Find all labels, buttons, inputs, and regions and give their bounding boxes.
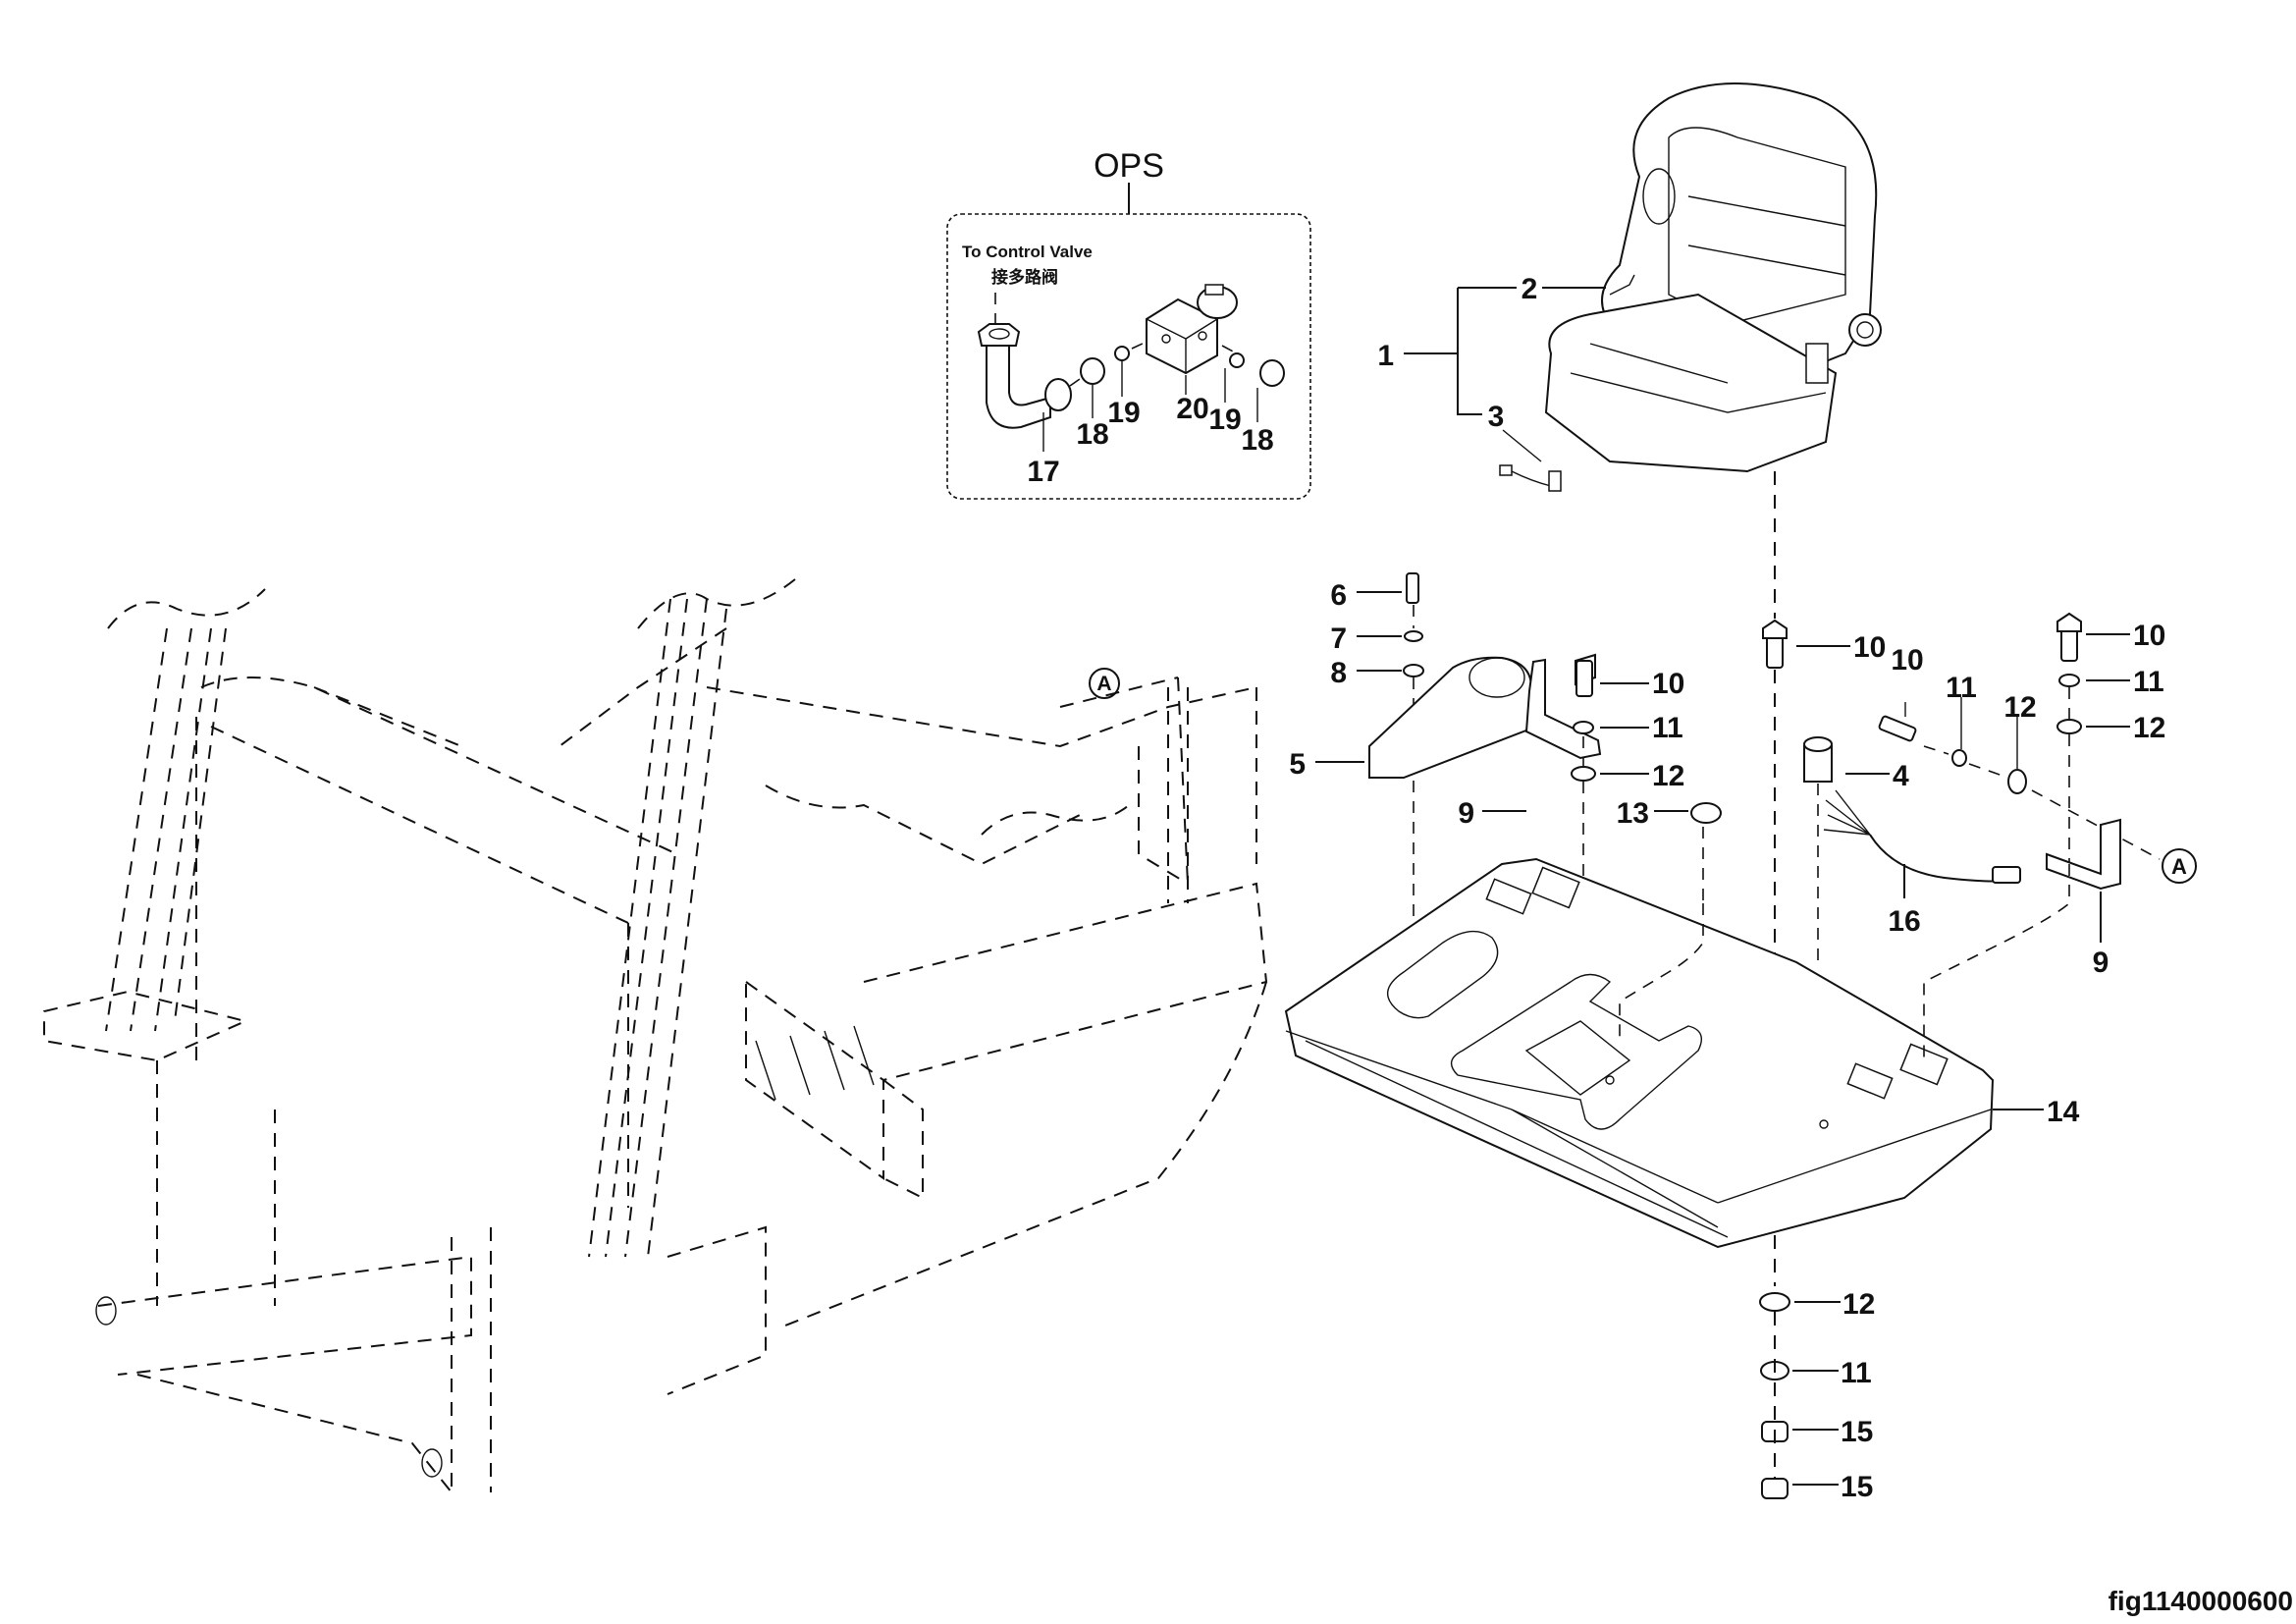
lock-washer-11-horizontal (1951, 749, 1967, 767)
callout-9-left: 9 (1458, 797, 1474, 830)
flat-washer-12-left (1571, 766, 1596, 782)
ops-inset: OPS To Control Valve 接多路阀 (946, 147, 1311, 500)
callout-12-left: 12 (1652, 760, 1684, 792)
callout-15-upper: 15 (1841, 1416, 1873, 1448)
callout-12-right: 12 (2133, 712, 2165, 744)
callout-10-center: 10 (1853, 631, 1886, 664)
callout-18-right: 18 (1241, 424, 1273, 457)
svg-text:A: A (2171, 854, 2187, 879)
callout-3: 3 (1488, 401, 1505, 433)
callout-10-left: 10 (1652, 668, 1684, 700)
callout-10-right: 10 (2133, 620, 2165, 652)
grommet-13 (1690, 802, 1722, 824)
seat-plate-14: 14 (1284, 857, 2080, 1249)
callout-20: 20 (1176, 393, 1208, 425)
callout-7: 7 (1330, 623, 1347, 655)
washer-8 (1403, 664, 1424, 677)
switch-harness-group: 4 16 10 11 12 10 11 12 9 A (1803, 612, 2197, 979)
fitting-18-left (1080, 357, 1105, 385)
bolt-10-horizontal (1878, 715, 1917, 742)
washer-19-left (1114, 346, 1130, 361)
callout-5: 5 (1289, 748, 1306, 781)
callout-12-bottom: 12 (1842, 1288, 1875, 1321)
callout-18-left: 18 (1076, 418, 1108, 451)
callout-12-horizontal: 12 (2003, 691, 2036, 724)
lock-washer-11-left (1573, 721, 1594, 734)
left-bracket-group: 10 11 12 13 9 (1458, 653, 1722, 903)
cup-holder-5 (1368, 656, 1538, 779)
callout-17: 17 (1027, 456, 1059, 488)
callout-19-left: 19 (1107, 397, 1140, 429)
flat-washer-12-horizontal (2007, 769, 2027, 794)
bolt-6 (1406, 572, 1419, 604)
ops-note-en: To Control Valve (962, 243, 1093, 261)
lock-washer-7 (1404, 630, 1423, 642)
callout-2: 2 (1522, 273, 1538, 305)
callout-11-right: 11 (2133, 666, 2164, 698)
callout-11-horizontal: 11 (1946, 672, 1977, 704)
flat-washer-12-bottom (1759, 1292, 1790, 1312)
callout-19-right: 19 (1208, 404, 1241, 436)
callout-1: 1 (1377, 340, 1394, 372)
callout-15-lower: 15 (1841, 1471, 1873, 1503)
seat-assembly: 1 2 3 (1377, 82, 1882, 619)
nut-15-lower (1761, 1478, 1789, 1499)
callout-14: 14 (2047, 1096, 2080, 1128)
truck-frame-ghost: A (43, 578, 1268, 1493)
callout-4: 4 (1893, 760, 1909, 792)
flat-washer-12-right (2056, 719, 2082, 734)
elbow-hose-17 (986, 343, 1051, 429)
figure-id: fig1140000600 (2109, 1586, 2293, 1616)
reference-marker-a-frame: A (1089, 668, 1120, 699)
callout-13: 13 (1617, 797, 1649, 830)
fitting-18-right (1259, 359, 1285, 387)
svg-text:A: A (1096, 673, 1111, 695)
reference-marker-a-right: A (2162, 848, 2197, 884)
callout-6: 6 (1330, 579, 1347, 612)
bracket-9-right (2046, 818, 2121, 891)
washer-19-right (1229, 352, 1245, 368)
callout-9-right: 9 (2093, 947, 2109, 979)
ops-note-zh: 接多路阀 (991, 267, 1058, 287)
lock-washer-11-right (2058, 674, 2080, 687)
callout-8: 8 (1330, 657, 1347, 689)
callout-10-horizontal: 10 (1891, 644, 1923, 677)
callout-11-bottom: 11 (1841, 1357, 1872, 1389)
callout-11-left: 11 (1652, 712, 1683, 744)
callout-16: 16 (1888, 905, 1920, 938)
ops-title: OPS (1094, 147, 1164, 185)
